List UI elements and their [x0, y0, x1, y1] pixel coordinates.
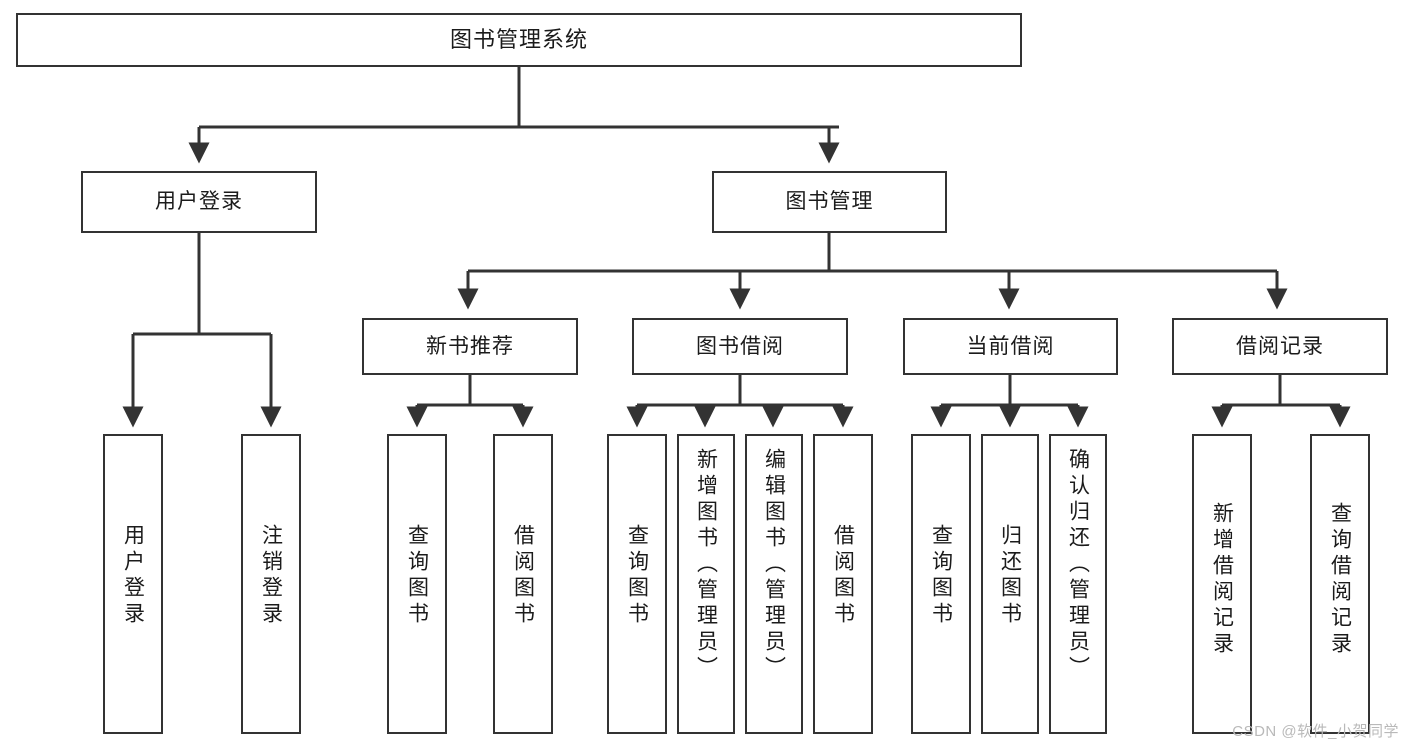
leaf-new-book-query[interactable]: 查询图书 [387, 434, 447, 734]
leaf-book-borrow-edit[interactable]: 编辑图书（管理员） [745, 434, 803, 734]
node-label: 图书管理 [785, 190, 874, 214]
node-user-login[interactable]: 用户登录 [81, 171, 317, 233]
node-label: 编辑图书（管理员） [762, 448, 786, 682]
node-borrow-record[interactable]: 借阅记录 [1172, 318, 1388, 375]
node-label: 新增图书（管理员） [694, 448, 718, 682]
node-root-system[interactable]: 图书管理系统 [16, 13, 1022, 67]
leaf-borrow-record-query[interactable]: 查询借阅记录 [1310, 434, 1370, 734]
node-label: 借阅图书 [511, 524, 535, 628]
node-label: 归还图书 [998, 524, 1022, 628]
node-label: 当前借阅 [966, 334, 1055, 358]
node-current-borrow[interactable]: 当前借阅 [903, 318, 1118, 375]
leaf-current-borrow-confirm[interactable]: 确认归还（管理员） [1049, 434, 1107, 734]
node-label: 查询图书 [405, 524, 429, 628]
node-label: 查询图书 [929, 524, 953, 628]
leaf-new-book-borrow[interactable]: 借阅图书 [493, 434, 553, 734]
leaf-user-login-logout[interactable]: 注销登录 [241, 434, 301, 734]
leaf-book-borrow-query[interactable]: 查询图书 [607, 434, 667, 734]
leaf-current-borrow-query[interactable]: 查询图书 [911, 434, 971, 734]
node-label: 用户登录 [121, 524, 145, 628]
node-book-management[interactable]: 图书管理 [712, 171, 947, 233]
node-label: 新增借阅记录 [1210, 502, 1234, 658]
node-label: 查询借阅记录 [1328, 502, 1352, 658]
node-label: 借阅图书 [831, 524, 855, 628]
leaf-book-borrow-add[interactable]: 新增图书（管理员） [677, 434, 735, 734]
node-label: 图书借阅 [696, 334, 784, 358]
node-label: 用户登录 [155, 190, 243, 214]
node-label: 确认归还（管理员） [1066, 448, 1090, 682]
node-book-borrow[interactable]: 图书借阅 [632, 318, 848, 375]
node-label: 借阅记录 [1236, 334, 1324, 358]
node-label: 注销登录 [259, 524, 283, 628]
node-label: 查询图书 [625, 524, 649, 628]
leaf-current-borrow-return[interactable]: 归还图书 [981, 434, 1039, 734]
leaf-borrow-record-add[interactable]: 新增借阅记录 [1192, 434, 1252, 734]
node-new-book-recommend[interactable]: 新书推荐 [362, 318, 578, 375]
leaf-book-borrow-borrow[interactable]: 借阅图书 [813, 434, 873, 734]
node-label: 新书推荐 [426, 334, 514, 358]
leaf-user-login-login[interactable]: 用户登录 [103, 434, 163, 734]
node-label: 图书管理系统 [449, 26, 588, 52]
